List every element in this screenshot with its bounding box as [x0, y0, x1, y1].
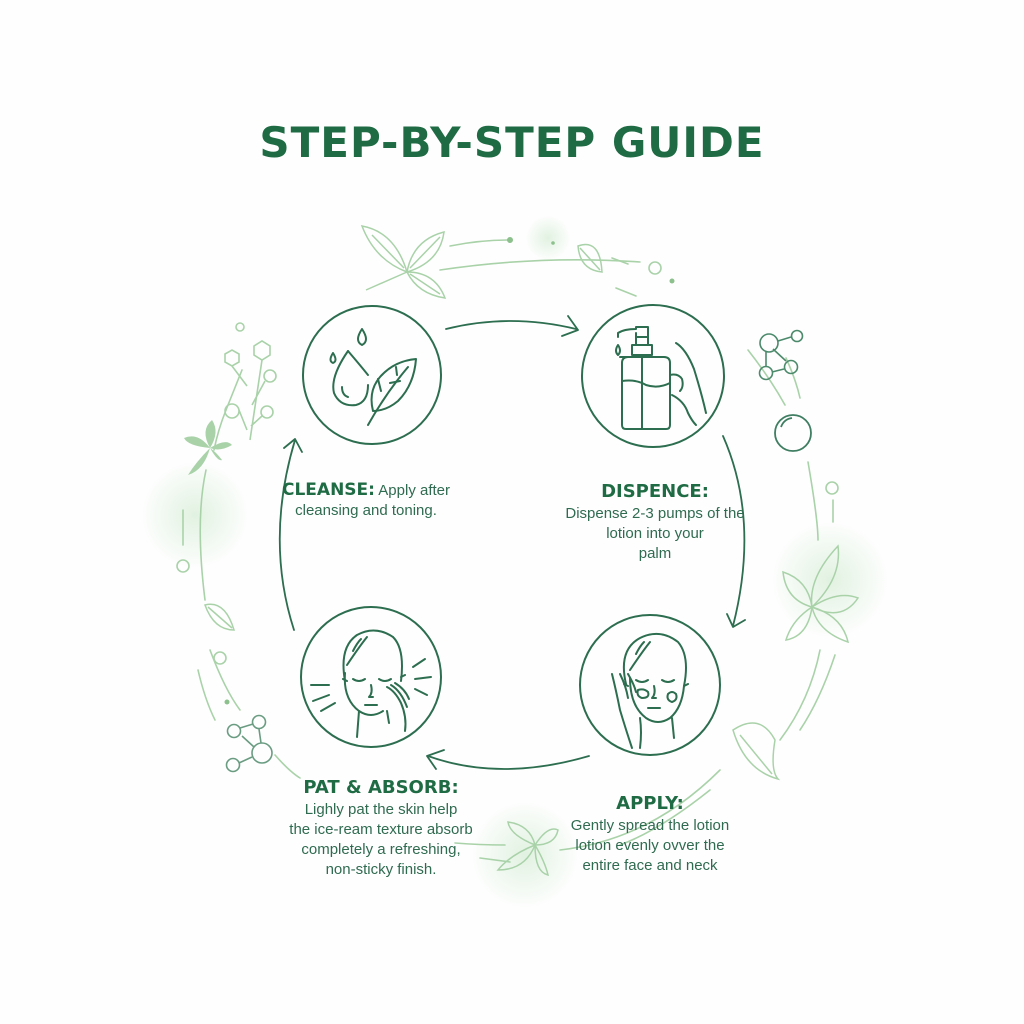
step-text-line: Dispense 2-3 pumps of the [565, 505, 745, 522]
molecule-icon-left [225, 714, 273, 773]
step-caption-dispence: DISPENCE: Dispense 2-3 pumps of the loti… [545, 480, 765, 564]
step-text-line: Apply after [378, 482, 451, 499]
glow-right [770, 520, 890, 640]
leaf-bottom-right [732, 722, 781, 781]
step-heading: APPLY: [616, 793, 684, 814]
step-caption-cleanse: CLEANSE: Apply after cleansing and tonin… [266, 480, 466, 521]
molecule-icon-right [758, 329, 804, 381]
pump-bottle-hand-icon [615, 326, 707, 430]
glow-top [525, 215, 571, 261]
leaf-cluster-left-filled [184, 420, 232, 475]
step-text-line: palm [638, 545, 672, 562]
outer-decor-ring [182, 239, 836, 863]
step-heading: CLEANSE: [281, 480, 375, 500]
bubble-icon [774, 414, 812, 452]
step-text-line: completely a refreshing, [301, 841, 461, 858]
arrow-dispence-to-apply [722, 435, 746, 628]
leaf-cluster-right [782, 544, 860, 644]
arrow-apply-to-pat [426, 749, 590, 770]
step-text-line: Gently spread the lotion [570, 817, 730, 834]
leaf-top-right [577, 243, 603, 273]
glow-bottom [470, 800, 580, 910]
hexagon-branch-icon [224, 340, 277, 441]
face-applying-cream-icon [611, 632, 689, 749]
step-circles [300, 304, 725, 756]
step-text-line: lotion into your [606, 525, 704, 542]
leaf-cluster-bottom [496, 821, 559, 877]
step-circle-pat-absorb [300, 606, 442, 748]
leaf-cluster-top-left [360, 225, 447, 299]
step-text-line: the ice-ream texture absorb [289, 821, 473, 838]
step-heading: PAT & ABSORB: [303, 777, 459, 798]
step-caption-apply: APPLY: Gently spread the lotion lotion e… [550, 792, 750, 876]
decor-bubbles [176, 261, 839, 665]
leaf-left-small [204, 603, 236, 631]
water-drops-leaf-icon [329, 328, 417, 426]
glow-left [140, 460, 250, 570]
arrow-pat-to-cleanse [278, 438, 303, 631]
step-text-line: Lighly pat the skin help [304, 801, 458, 818]
step-circle-dispence [581, 304, 725, 448]
flow-arrows [278, 315, 746, 770]
step-text-line: entire face and neck [582, 857, 718, 874]
step-circle-cleanse [302, 305, 442, 445]
decor-dots [224, 237, 675, 705]
step-text-line: lotion evenly ovver the [575, 837, 725, 854]
face-patting-icon [310, 629, 432, 738]
step-text-line: cleansing and toning. [295, 502, 437, 519]
step-text-line: non-sticky finish. [325, 861, 437, 878]
page-title: STEP-BY-STEP GUIDE [259, 118, 765, 167]
arrow-cleanse-to-dispence [445, 315, 579, 337]
step-heading: DISPENCE: [601, 481, 709, 502]
step-caption-pat-absorb: PAT & ABSORB: Lighly pat the skin help t… [266, 776, 496, 880]
step-circle-apply [579, 614, 721, 756]
